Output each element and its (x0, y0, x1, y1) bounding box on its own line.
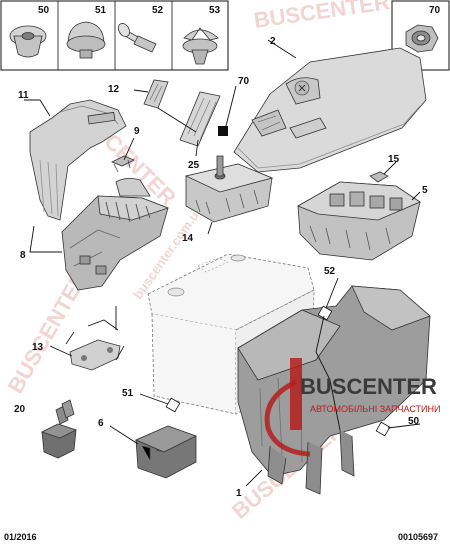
relay-15 (369, 171, 389, 183)
logo-brand-text: BUSCENTER (300, 374, 437, 399)
callout-12: 12 (108, 84, 120, 95)
callout-50: 50 (408, 416, 420, 427)
callout-labels: 2 11 12 70 9 25 15 5 14 8 52 13 51 20 6 … (14, 36, 428, 499)
callout-13: 13 (32, 342, 44, 353)
logo-swoosh (264, 379, 311, 457)
callout-14: 14 (182, 233, 194, 244)
footer-ref: 00105697 (398, 532, 438, 542)
fuse-link-line (157, 107, 197, 133)
callout-70: 70 (238, 76, 250, 87)
fastener-53-number: 53 (209, 5, 221, 16)
rivet-52 (118, 23, 157, 53)
nut-70-number: 70 (429, 5, 441, 16)
battery-cover-2 (233, 47, 427, 173)
terminal-module-14 (184, 155, 274, 223)
callout-52: 52 (324, 266, 336, 277)
callout-5: 5 (422, 185, 428, 196)
fastener-50-marker (375, 421, 391, 437)
fastener-51-number: 51 (95, 5, 107, 16)
battery-tray-1 (237, 285, 431, 495)
clip-53 (182, 27, 219, 65)
fastener-52-marker (317, 305, 333, 321)
callout-8: 8 (20, 250, 26, 261)
fastener-52-number: 52 (152, 5, 164, 16)
relay-20 (40, 399, 78, 459)
plug-51 (66, 21, 106, 59)
fastener-50-number: 50 (38, 5, 50, 16)
fastener-51-marker (165, 397, 181, 413)
callout-2: 2 (270, 36, 276, 47)
footer-date: 01/2016 (4, 532, 37, 542)
callout-51: 51 (122, 388, 134, 399)
callout-9: 9 (134, 126, 140, 137)
fuse-9 (111, 155, 135, 173)
watermark-text-top: BUSCENTER (252, 0, 391, 33)
logo-subtitle: АВТОМОБІЛЬНІ ЗАПЧАСТИНИ (310, 404, 440, 414)
fastener-strip: 50 51 52 53 (0, 0, 229, 71)
nut-70 (405, 24, 439, 53)
callout-6: 6 (98, 418, 104, 429)
fuse-13 (65, 319, 125, 371)
fuse-holder-25 (179, 91, 221, 147)
relay-box-5 (297, 181, 421, 261)
callout-1: 1 (236, 488, 242, 499)
grommet-50 (9, 25, 47, 58)
callout-11: 11 (18, 90, 29, 101)
callout-25: 25 (188, 160, 200, 171)
module-6 (134, 425, 198, 479)
buscenter-logo: BUSCENTER АВТОМОБІЛЬНІ ЗАПЧАСТИНИ (264, 358, 440, 457)
leader-lines (24, 39, 421, 487)
callout-20: 20 (14, 404, 26, 415)
fuse-holder-12 (143, 79, 169, 109)
callout-15: 15 (388, 154, 400, 165)
fastener-strip-frame (0, 0, 229, 71)
fusebox-8 (61, 178, 170, 291)
logo-bar (290, 358, 302, 430)
nut-70-marker (218, 126, 228, 136)
fusebox-cover-11 (29, 99, 127, 221)
